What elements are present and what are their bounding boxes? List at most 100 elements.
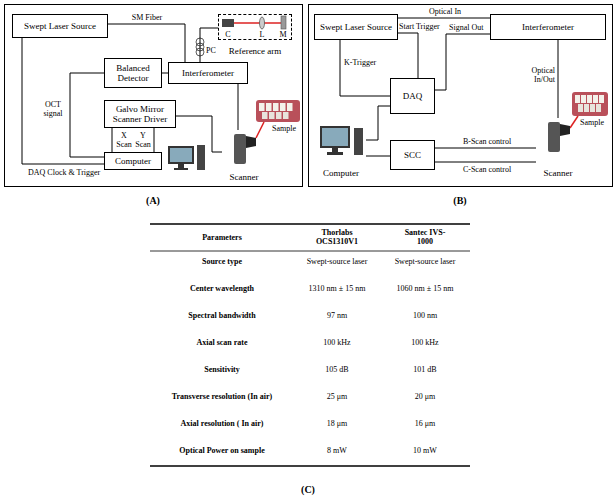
node-text: Reference arm bbox=[229, 46, 282, 56]
tooth bbox=[266, 103, 272, 111]
connector-line bbox=[112, 128, 113, 152]
collimator-symbol bbox=[222, 19, 234, 27]
lens-symbol bbox=[260, 17, 265, 29]
laser-beam bbox=[570, 116, 578, 128]
signal-label: OCT signal bbox=[38, 100, 68, 118]
table-cell: 18 μm bbox=[294, 419, 380, 428]
table-cell: 1060 nm ± 15 nm bbox=[383, 284, 467, 293]
scanner-node: Scanner bbox=[222, 130, 266, 182]
signal-label: Optical In/Out bbox=[518, 66, 555, 84]
scanner-icon bbox=[536, 118, 580, 156]
driver-box: Galvo Mirror Scanner Driver bbox=[104, 100, 176, 128]
signal-label: Y Scan bbox=[134, 131, 152, 149]
table-cell: Axial scan rate bbox=[154, 338, 290, 347]
signal-label: K-Trigger bbox=[344, 58, 388, 67]
connector-line bbox=[558, 40, 559, 118]
scanner-body bbox=[548, 122, 560, 152]
connector-line bbox=[435, 162, 536, 163]
teeth-photo bbox=[256, 100, 300, 122]
panel-label: (C) bbox=[293, 484, 323, 495]
panel-label: (A) bbox=[138, 195, 168, 206]
table-cell: 101 dB bbox=[383, 365, 467, 374]
part-label: C bbox=[222, 30, 234, 39]
table-cell: Transverse resolution (In air) bbox=[154, 392, 290, 401]
part-label: PC bbox=[206, 46, 220, 55]
table-cell: 100 kHz bbox=[383, 338, 467, 347]
connector-line bbox=[238, 84, 239, 130]
monitor-base bbox=[174, 168, 188, 170]
connector-line bbox=[435, 34, 490, 90]
table-rule bbox=[150, 223, 470, 224]
source-box: Swept Laser Source bbox=[314, 14, 398, 40]
tooth bbox=[596, 104, 601, 112]
node-text: Galvo Mirror Scanner Driver bbox=[108, 104, 172, 124]
mirror-symbol bbox=[281, 16, 286, 29]
scanner-node: Scanner bbox=[536, 118, 580, 178]
panel-frame bbox=[309, 5, 613, 187]
table-cell: Optical Power on sample bbox=[154, 446, 290, 455]
signal-label: DAQ Clock & Trigger bbox=[28, 168, 108, 177]
source-box: Swept Laser Source bbox=[12, 14, 108, 38]
table-cell: 8 mW bbox=[294, 446, 380, 455]
signal-label: X Scan bbox=[115, 131, 133, 149]
table-header: Parameters bbox=[172, 233, 272, 242]
table-cell: 25 μm bbox=[294, 392, 380, 401]
node-text: SCC bbox=[404, 150, 421, 160]
part-label: M bbox=[277, 30, 289, 39]
tooth bbox=[273, 103, 279, 111]
signal-label: C-Scan control bbox=[452, 165, 522, 174]
computer-icon bbox=[316, 124, 366, 158]
daq-box: DAQ bbox=[390, 78, 435, 114]
connector-line bbox=[70, 73, 104, 157]
connector-line bbox=[398, 18, 490, 19]
monitor-icon bbox=[320, 126, 350, 148]
tooth bbox=[587, 95, 592, 103]
computer-box: Computer bbox=[104, 152, 162, 170]
teeth-photo bbox=[572, 92, 608, 116]
monitor-screen bbox=[170, 148, 192, 162]
detector-box: Balanced Detector bbox=[104, 58, 162, 88]
table-cell: 20 μm bbox=[383, 392, 467, 401]
tooth bbox=[269, 112, 275, 119]
monitor-screen bbox=[322, 128, 348, 146]
connector-line bbox=[398, 33, 418, 78]
tooth bbox=[287, 103, 293, 111]
node-text: DAQ bbox=[403, 91, 423, 101]
node-text: Scanner bbox=[230, 172, 259, 182]
signal-label: B-Scan control bbox=[452, 137, 522, 146]
table-cell: 10 mW bbox=[383, 446, 467, 455]
tooth bbox=[584, 104, 589, 112]
tooth bbox=[259, 103, 265, 111]
sample-label: Sample bbox=[574, 118, 610, 127]
computer-node: Computer bbox=[316, 124, 366, 178]
part-label: L bbox=[256, 30, 268, 39]
connector-line bbox=[366, 156, 390, 157]
table-cell: Axial resolution ( In air) bbox=[154, 419, 290, 428]
monitor-stand bbox=[332, 148, 338, 152]
node-text: Computer bbox=[115, 156, 151, 166]
node-text: Interferometer bbox=[522, 22, 574, 32]
connector-line bbox=[340, 40, 390, 96]
table-cell: 100 kHz bbox=[294, 338, 380, 347]
tooth bbox=[575, 95, 580, 103]
table-header: Thorlabs OCS1310V1 bbox=[311, 228, 363, 246]
tooth bbox=[262, 112, 268, 119]
connector-line bbox=[176, 116, 222, 152]
node-text: Balanced Detector bbox=[108, 63, 158, 83]
signal-label: Start Trigger bbox=[399, 22, 445, 31]
scanner-icon bbox=[222, 130, 266, 168]
tooth bbox=[578, 104, 583, 112]
node-text: Swept Laser Source bbox=[320, 22, 392, 32]
monitor-base bbox=[327, 152, 343, 155]
signal-label: Optical In bbox=[420, 7, 470, 16]
table-cell: Swept-source laser bbox=[294, 257, 380, 266]
pc-tower bbox=[197, 145, 205, 170]
tooth bbox=[593, 95, 598, 103]
scanner-head bbox=[560, 124, 570, 136]
connector-line bbox=[22, 38, 104, 164]
connector-line bbox=[108, 24, 185, 62]
table-cell: Source type bbox=[154, 257, 290, 266]
